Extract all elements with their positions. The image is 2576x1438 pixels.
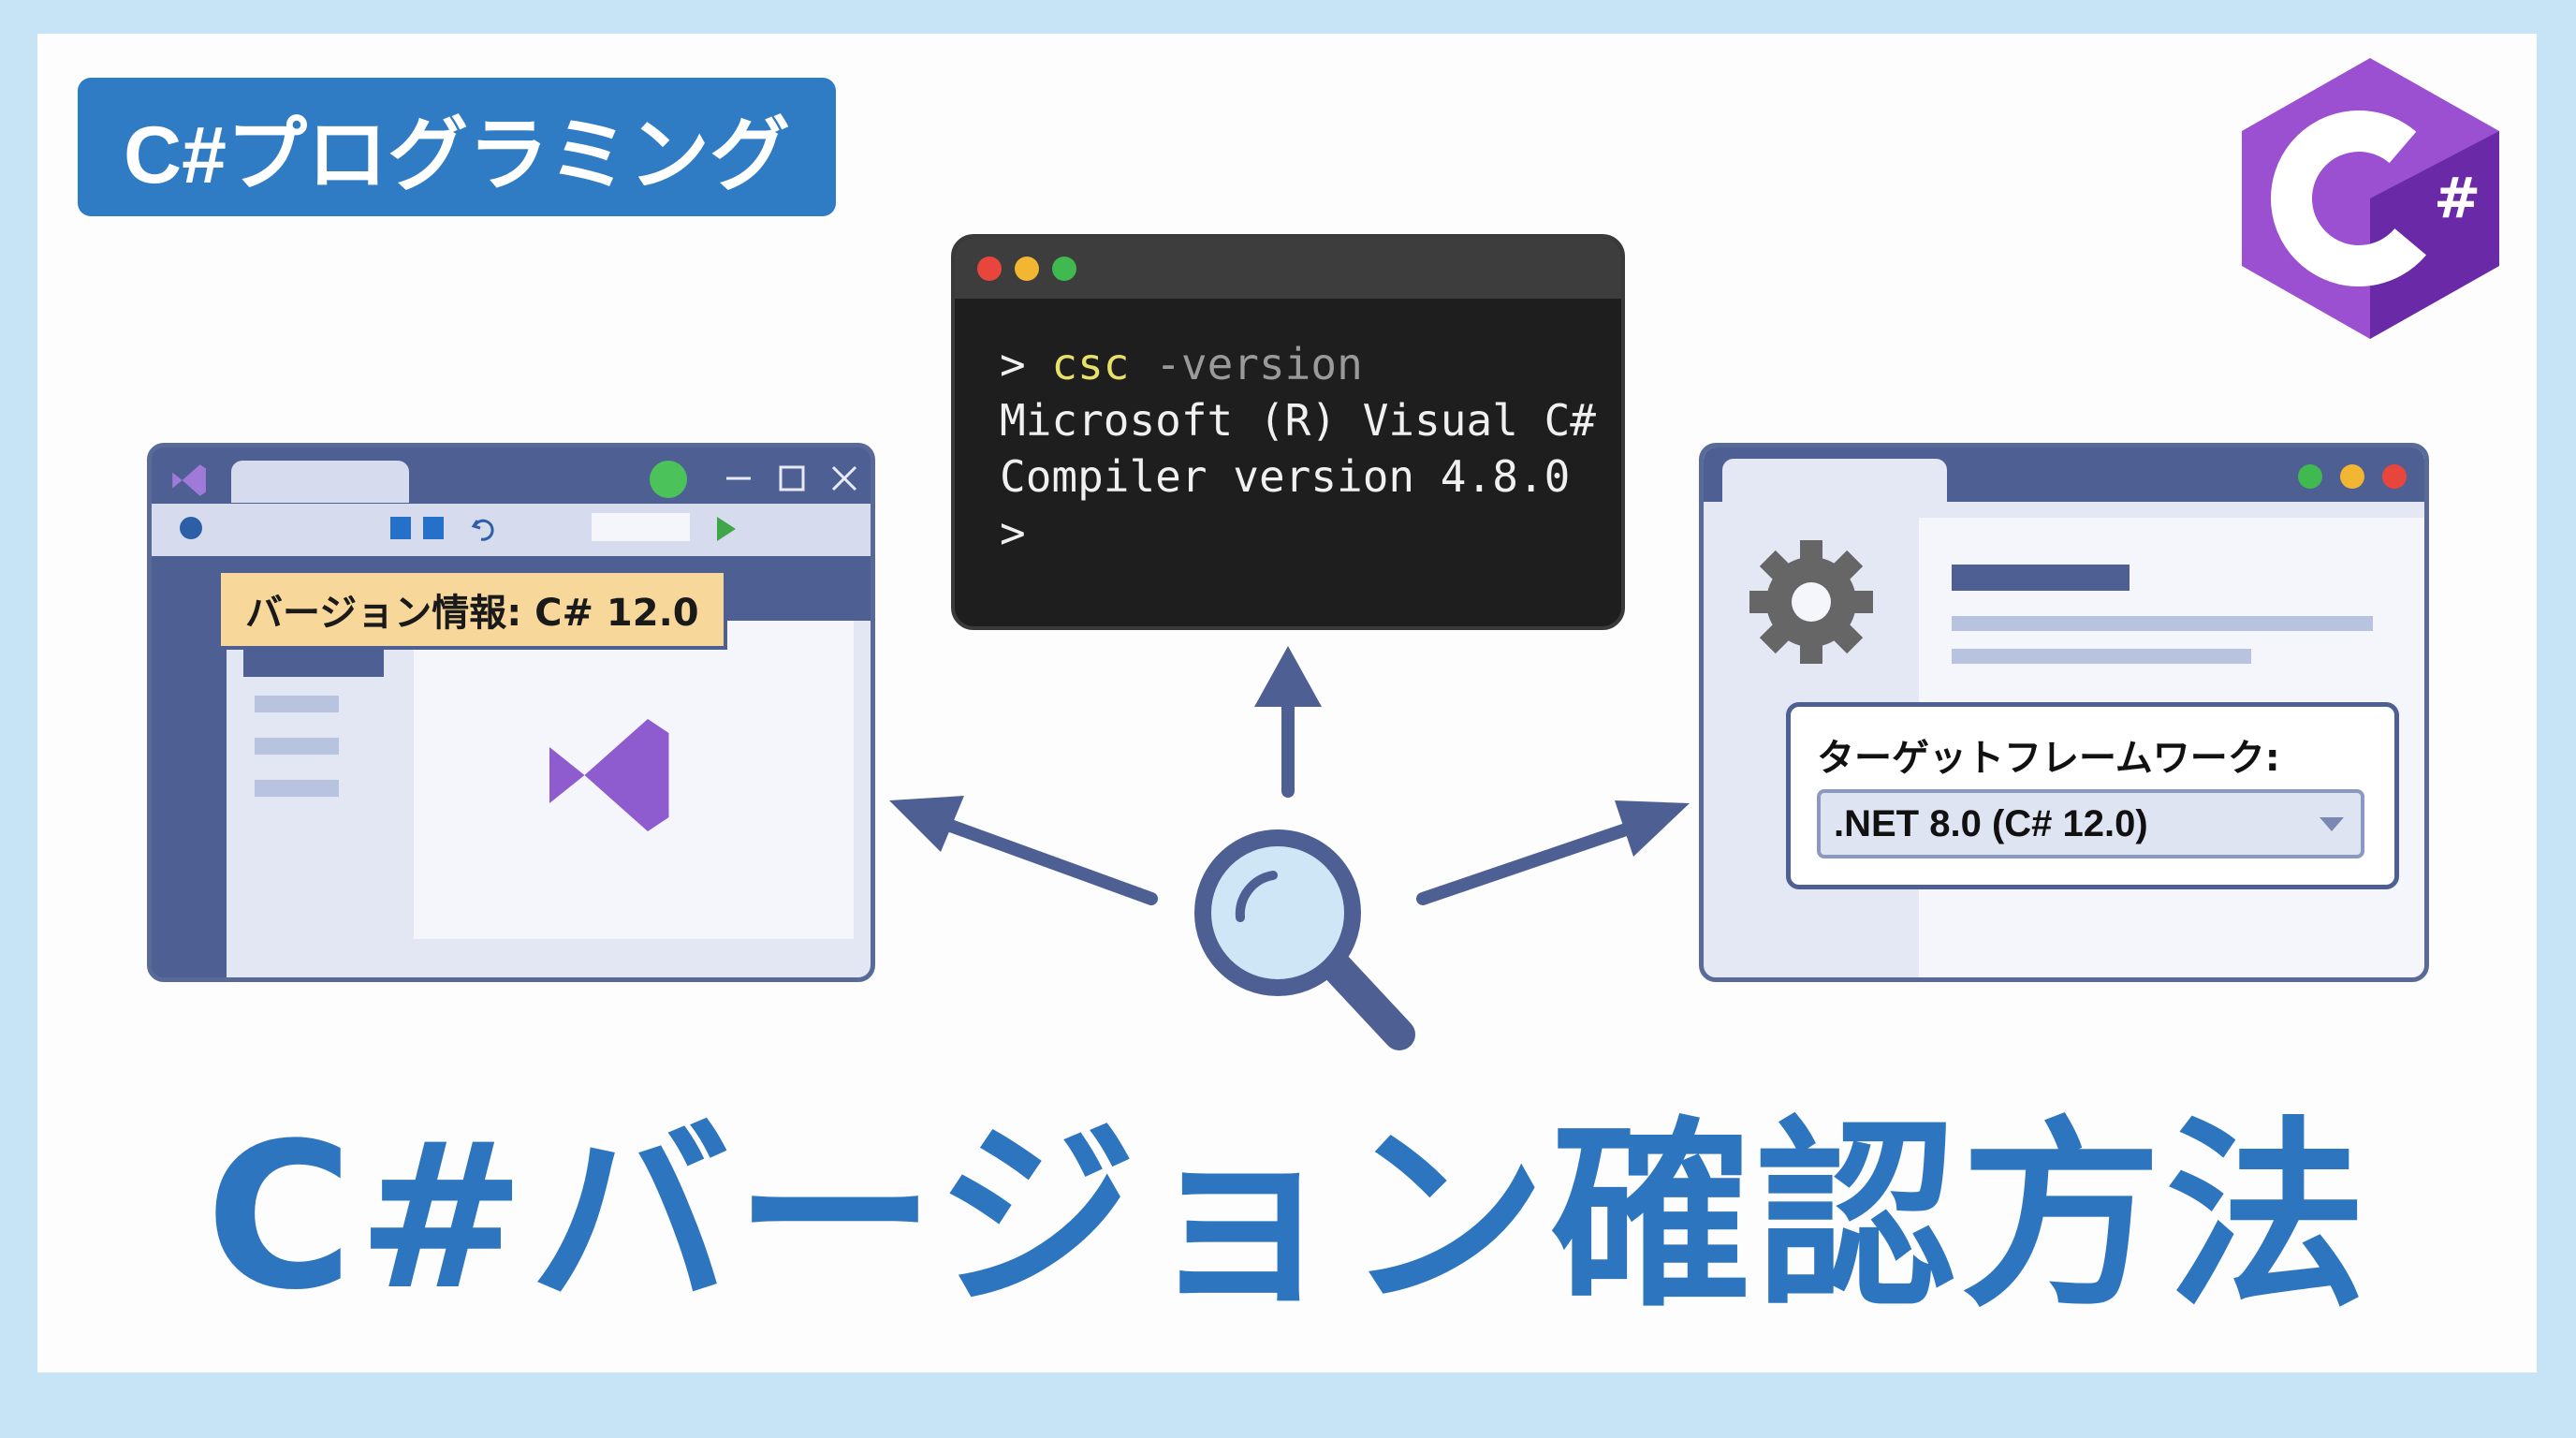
run-icon[interactable] bbox=[715, 515, 738, 543]
toolbar bbox=[152, 504, 871, 556]
chevron-down-icon bbox=[2320, 817, 2344, 831]
badge-label: C#プログラミング bbox=[124, 110, 790, 200]
csharp-logo-icon: # bbox=[2242, 58, 2499, 339]
category-badge: C#プログラミング bbox=[78, 78, 836, 216]
tab-active[interactable] bbox=[1722, 459, 1947, 502]
list-item bbox=[255, 780, 339, 797]
magnifier-icon bbox=[1194, 829, 1415, 1050]
close-icon bbox=[831, 465, 857, 492]
maximize-icon bbox=[779, 465, 805, 492]
arrow-left bbox=[939, 817, 1158, 905]
terminal-window: > csc -version Microsoft (R) Visual C# C… bbox=[951, 234, 1625, 630]
config-select[interactable] bbox=[592, 513, 690, 541]
nav-icon[interactable] bbox=[180, 517, 202, 539]
svg-text:#: # bbox=[2434, 166, 2481, 231]
close-dot-icon[interactable] bbox=[977, 256, 1002, 281]
version-callout: バージョン情報: C# 12.0 bbox=[217, 569, 727, 650]
target-framework-select[interactable]: .NET 8.0 (C# 12.0) bbox=[1817, 789, 2364, 858]
titlebar bbox=[1704, 448, 2424, 502]
close-dot-icon[interactable] bbox=[2382, 464, 2407, 489]
gear-icon bbox=[1749, 540, 1873, 664]
command-arg: -version bbox=[1155, 339, 1363, 389]
text-line bbox=[1952, 616, 2373, 631]
output-line: Microsoft (R) Visual C# bbox=[1000, 395, 1596, 446]
undo-icon[interactable] bbox=[470, 515, 498, 543]
editor-area bbox=[227, 621, 871, 977]
visual-studio-window: バージョン情報: C# 12.0 bbox=[147, 443, 875, 982]
save-all-icon[interactable] bbox=[423, 517, 444, 539]
tab-active[interactable] bbox=[231, 461, 409, 503]
command: csc bbox=[1051, 339, 1130, 389]
vs-logo-icon bbox=[172, 464, 206, 496]
window-controls[interactable] bbox=[723, 462, 863, 494]
maximize-dot-icon[interactable] bbox=[2298, 464, 2322, 489]
text-line bbox=[1952, 649, 2251, 664]
output-line: Compiler version 4.8.0 bbox=[1000, 451, 1571, 502]
prompt: > bbox=[1000, 507, 1026, 558]
project-settings-window: ターゲットフレームワーク: .NET 8.0 (C# 12.0) bbox=[1699, 443, 2429, 982]
list-item bbox=[255, 696, 339, 712]
minimize-dot-icon[interactable] bbox=[2340, 464, 2364, 489]
select-value: .NET 8.0 (C# 12.0) bbox=[1834, 802, 2148, 844]
list-item bbox=[255, 738, 339, 755]
terminal-titlebar bbox=[955, 238, 1621, 299]
start-page bbox=[414, 621, 854, 939]
target-framework-dialog: ターゲットフレームワーク: .NET 8.0 (C# 12.0) bbox=[1786, 702, 2399, 889]
arrow-head bbox=[1615, 800, 1690, 857]
selected-item[interactable] bbox=[243, 649, 384, 677]
save-icon[interactable] bbox=[390, 517, 411, 539]
maximize-dot-icon[interactable] bbox=[1052, 256, 1076, 281]
terminal-output: > csc -version Microsoft (R) Visual C# C… bbox=[955, 299, 1621, 561]
prompt: > bbox=[1000, 339, 1026, 389]
arrow-head bbox=[889, 796, 964, 852]
heading-bar bbox=[1952, 565, 2130, 591]
page-title: C#バージョン確認方法 bbox=[205, 1099, 2371, 1334]
target-framework-label: ターゲットフレームワーク: bbox=[1817, 737, 2280, 780]
minimize-dot-icon[interactable] bbox=[1015, 256, 1039, 281]
visual-studio-logo-icon bbox=[549, 719, 669, 831]
status-dot-icon bbox=[650, 461, 687, 498]
arrow-head bbox=[1254, 646, 1322, 707]
arrow-right bbox=[1416, 822, 1635, 905]
